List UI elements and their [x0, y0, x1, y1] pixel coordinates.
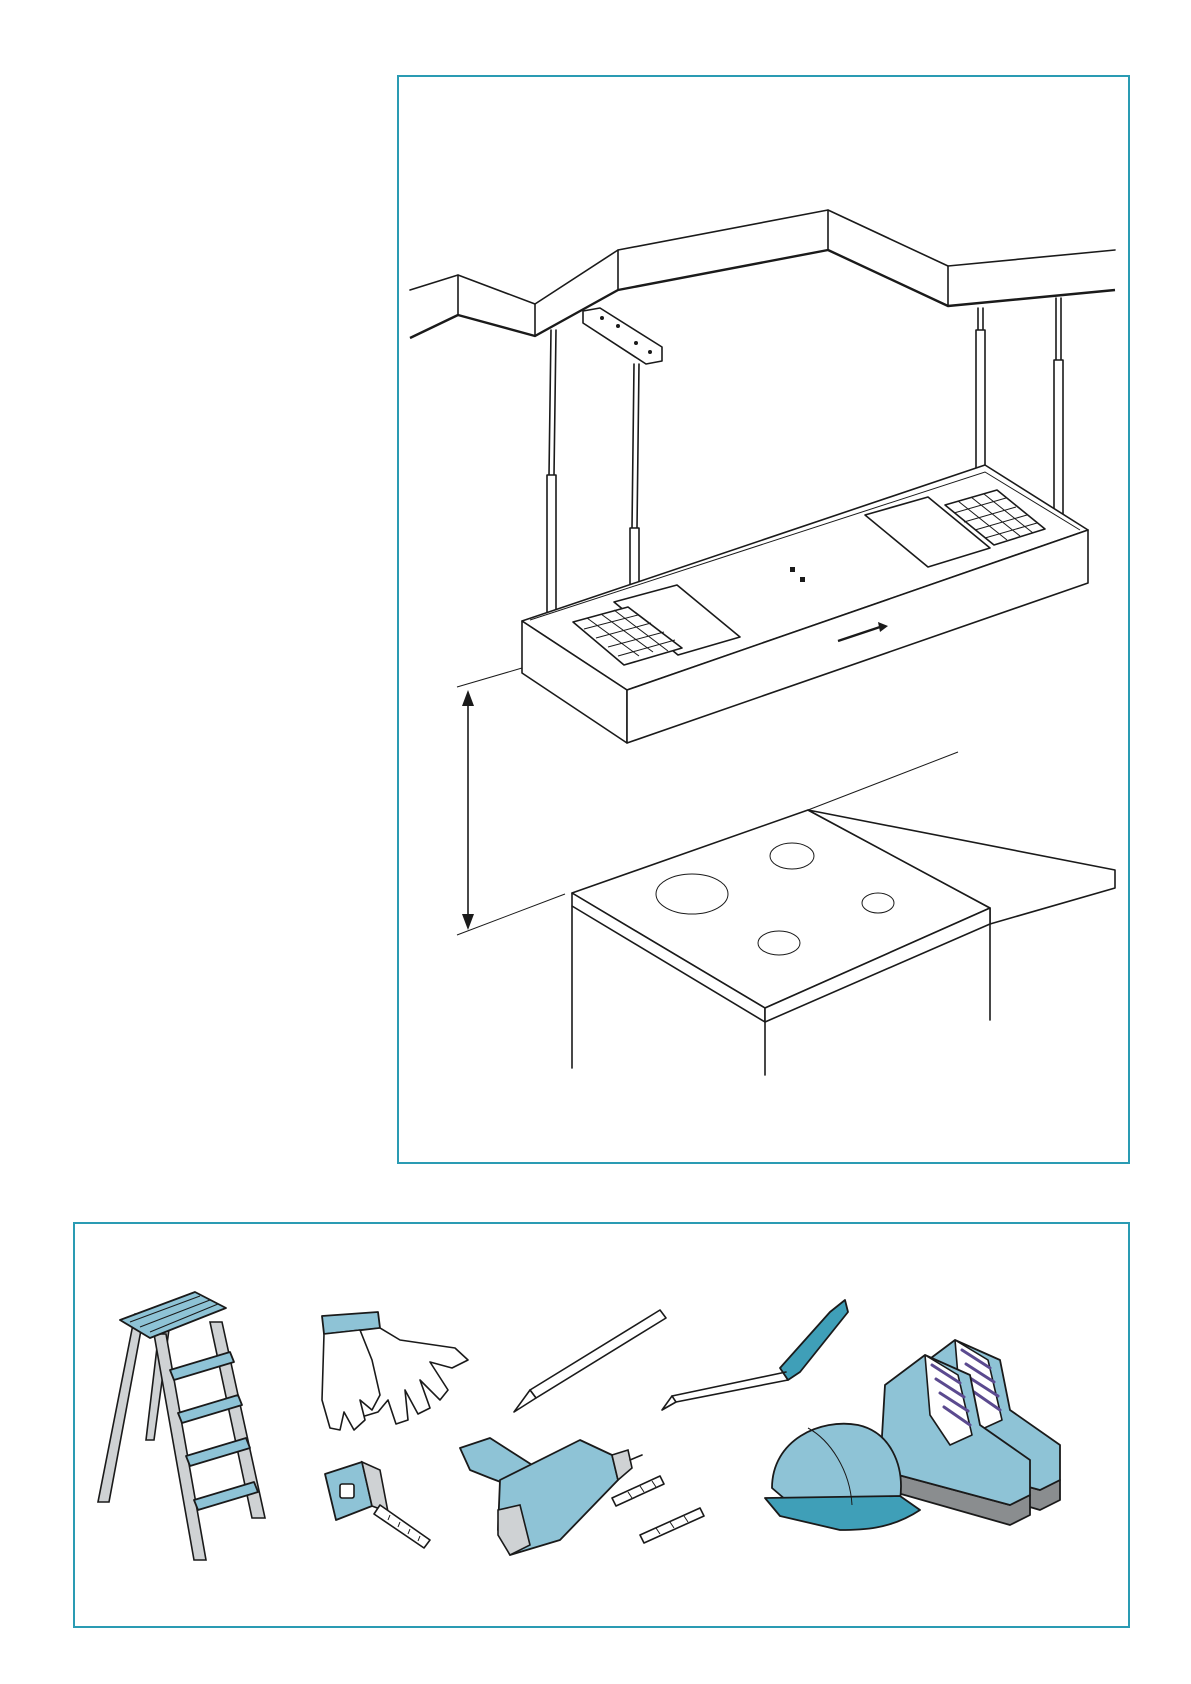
- step-ladder: [98, 1292, 265, 1560]
- kitchen-island-cabinet: [572, 752, 1115, 1075]
- ceiling-soffit: [410, 210, 1115, 338]
- island-hood: [522, 465, 1088, 743]
- drill-bits: [612, 1476, 704, 1543]
- tape-measure: [325, 1462, 430, 1548]
- height-dimension-arrow: [457, 668, 565, 935]
- ceiling-mounting-plate: [583, 308, 662, 364]
- pencil: [514, 1310, 666, 1412]
- screwdriver: [662, 1300, 848, 1410]
- work-gloves: [322, 1312, 468, 1430]
- safety-boots: [880, 1340, 1060, 1525]
